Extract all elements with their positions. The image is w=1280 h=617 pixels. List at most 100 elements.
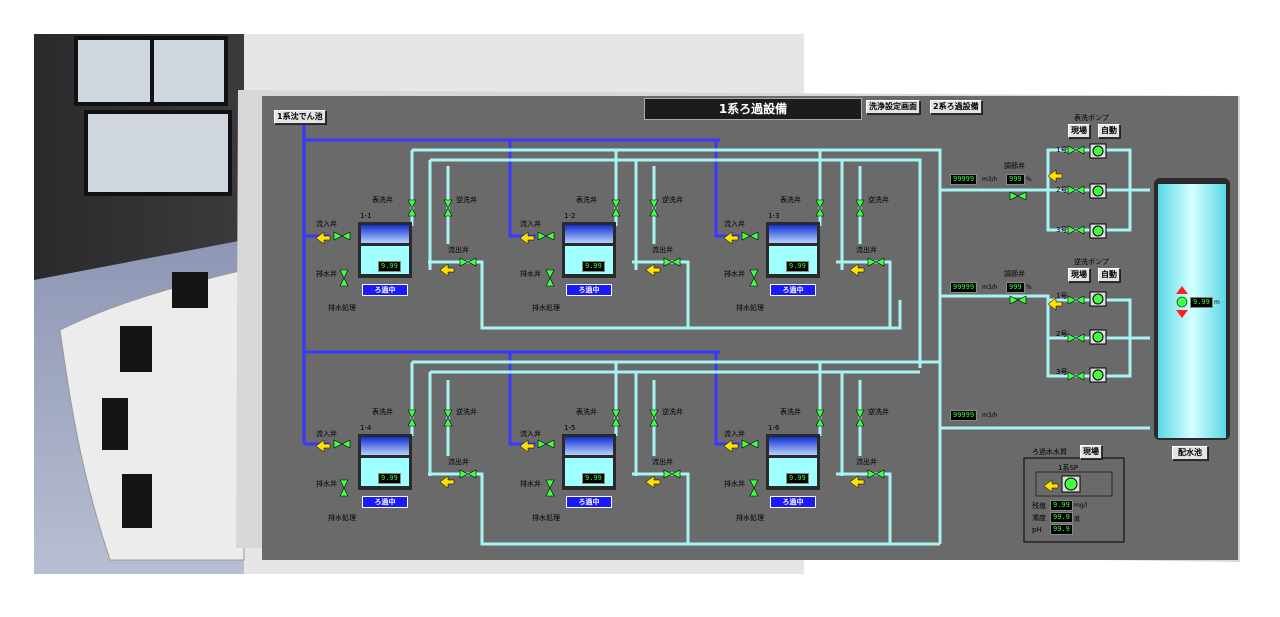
distribution-reservoir-button[interactable]: 配水池	[1172, 446, 1208, 460]
filter-level: 9.99	[786, 261, 809, 272]
pump-label: 2号	[1056, 186, 1068, 194]
system2-filter-button[interactable]: 2系ろ過設備	[930, 100, 982, 114]
desk-monitor-2	[120, 326, 152, 372]
main-flow-value: 99999	[950, 410, 978, 421]
screen-title: 1系ろ過設備	[644, 98, 862, 120]
quality-value: 9.99	[1050, 500, 1073, 511]
control-valve-unit: %	[1026, 284, 1032, 291]
surface-wash-valve-label: 表洗弁	[372, 196, 393, 204]
inlet-valve-label: 流入弁	[316, 220, 337, 228]
wall-monitor-2a	[88, 114, 228, 192]
filter-level: 9.99	[582, 261, 605, 272]
quality-unit: 度	[1074, 516, 1081, 523]
main-flow-unit: m3/h	[982, 412, 998, 419]
filter-level: 9.99	[378, 261, 401, 272]
pump-label: 1号	[1056, 146, 1068, 154]
filter-status[interactable]: ろ過中	[770, 496, 816, 508]
drain-valve-label: 排水弁	[520, 480, 541, 488]
yellow-arrows	[315, 169, 1063, 493]
flow-value: 99999	[950, 282, 978, 293]
drain-treatment-label: 排水処理	[532, 514, 560, 522]
control-valve-value: 999	[1006, 282, 1025, 293]
sampling-pump-frame	[1035, 471, 1113, 497]
filter-id: 1-6	[768, 424, 780, 432]
surface-wash-valve-label: 表洗弁	[372, 408, 393, 416]
quality-unit: mg/l	[1074, 502, 1088, 509]
backwash-valve-label: 逆洗弁	[456, 196, 477, 204]
desk-monitor-1	[172, 272, 208, 308]
control-valve-label: 調節弁	[1004, 270, 1025, 278]
surface-wash-valve-label: 表洗弁	[576, 408, 597, 416]
outflow-valve-label: 流出弁	[448, 246, 469, 254]
quality-title: ろ過水水質	[1032, 448, 1067, 456]
filter-id: 1-4	[360, 424, 372, 432]
control-valve-unit: %	[1026, 176, 1032, 183]
inlet-valve-label: 流入弁	[520, 220, 541, 228]
room-top-edge	[34, 30, 804, 34]
filter-status[interactable]: ろ過中	[362, 496, 408, 508]
filter-level: 9.99	[582, 473, 605, 484]
mode-auto-button[interactable]: 自動	[1098, 268, 1120, 282]
outflow-valve-label: 流出弁	[652, 458, 673, 466]
pump-label: 2号	[1056, 330, 1068, 338]
pump-icons	[1061, 143, 1107, 493]
outflow-valve-label: 流出弁	[652, 246, 673, 254]
operator-desk	[59, 269, 245, 561]
outflow-valve-label: 流出弁	[856, 458, 877, 466]
backwash-valve-label: 逆洗弁	[868, 408, 889, 416]
backwash-valve-label: 逆洗弁	[662, 196, 683, 204]
filter-level: 9.99	[378, 473, 401, 484]
surface-wash-valve-label: 表洗弁	[780, 408, 801, 416]
inlet-valve-label: 流入弁	[724, 430, 745, 438]
flow-unit: m3/h	[982, 284, 998, 291]
filter-id: 1-5	[564, 424, 576, 432]
surface-wash-valve-label: 表洗弁	[780, 196, 801, 204]
drain-treatment-label: 排水処理	[736, 304, 764, 312]
quality-label: 濁度	[1032, 514, 1046, 522]
reservoir-level-unit: m	[1214, 299, 1220, 306]
wash-settings-button[interactable]: 洗浄設定画面	[866, 100, 920, 114]
drain-treatment-label: 排水処理	[532, 304, 560, 312]
pump-group-title: 逆洗ポンプ	[1074, 258, 1109, 266]
quality-box-frame	[1023, 457, 1125, 543]
pump-group-title: 表洗ポンプ	[1074, 114, 1109, 122]
filter-id: 1-3	[768, 212, 780, 220]
valves	[333, 145, 1085, 497]
control-valve-value: 999	[1006, 174, 1025, 185]
filter-id: 1-2	[564, 212, 576, 220]
water-pipes	[410, 148, 1150, 546]
flow-unit: m3/h	[982, 176, 998, 183]
surface-wash-valve-label: 表洗弁	[576, 196, 597, 204]
source-basin-button[interactable]: 1系沈でん池	[274, 110, 326, 124]
pump-label: 1号	[1056, 292, 1068, 300]
drain-valve-label: 排水弁	[724, 270, 745, 278]
drain-valve-label: 排水弁	[316, 270, 337, 278]
reservoir-level-value: 9.99	[1190, 297, 1213, 308]
control-valve-label: 調節弁	[1004, 162, 1025, 170]
backwash-valve-label: 逆洗弁	[456, 408, 477, 416]
filter-status[interactable]: ろ過中	[566, 496, 612, 508]
mode-local-button[interactable]: 現場	[1068, 124, 1090, 138]
filter-status[interactable]: ろ過中	[770, 284, 816, 296]
sampling-pump-label: 1系SP	[1058, 464, 1079, 472]
wall-monitor-1b	[154, 40, 224, 102]
inlet-valve-label: 流入弁	[724, 220, 745, 228]
drain-valve-label: 排水弁	[316, 480, 337, 488]
pump-label: 3号	[1056, 226, 1068, 234]
mode-auto-button[interactable]: 自動	[1098, 124, 1120, 138]
quality-mode-button[interactable]: 現場	[1080, 445, 1102, 459]
flow-value: 99999	[950, 174, 978, 185]
filter-status[interactable]: ろ過中	[566, 284, 612, 296]
mode-local-button[interactable]: 現場	[1068, 268, 1090, 282]
outflow-valve-label: 流出弁	[448, 458, 469, 466]
filter-status[interactable]: ろ過中	[362, 284, 408, 296]
quality-value: 99.9	[1050, 512, 1073, 523]
clear-well-tank	[1154, 178, 1230, 440]
quality-label: pH	[1032, 526, 1042, 534]
drain-treatment-label: 排水処理	[328, 514, 356, 522]
outflow-valve-label: 流出弁	[856, 246, 877, 254]
drain-treatment-label: 排水処理	[736, 514, 764, 522]
drain-treatment-label: 排水処理	[328, 304, 356, 312]
filter-level: 9.99	[786, 473, 809, 484]
